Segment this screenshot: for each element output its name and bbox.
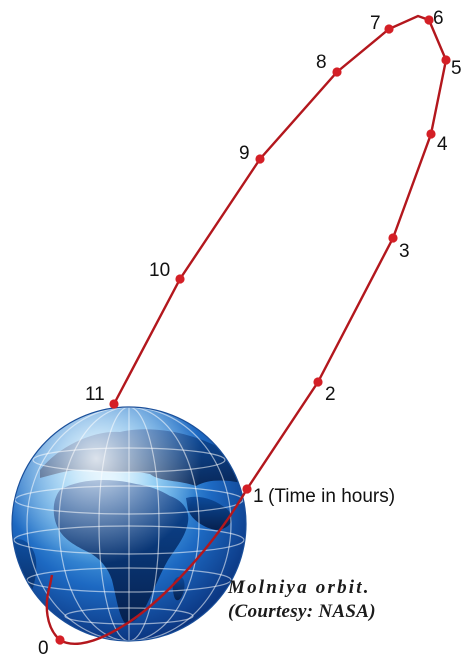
hour-label-5: 5 <box>451 58 462 79</box>
hour-marker-9 <box>255 154 265 164</box>
hour-marker-8 <box>332 67 342 77</box>
caption-title: Molniya orbit. <box>228 577 371 598</box>
hour-label-10: 10 <box>149 260 170 281</box>
hour-label-3: 3 <box>399 241 410 262</box>
hour-marker-0 <box>55 635 65 645</box>
hour-marker-6 <box>424 15 434 25</box>
hour-marker-1 <box>242 484 252 494</box>
hour-marker-3 <box>388 233 398 243</box>
hour-label-6: 6 <box>433 8 444 29</box>
hour-label-0: 0 <box>38 638 49 656</box>
figure-caption: Molniya orbit. (Courtesy: NASA) <box>228 576 468 624</box>
earth-globe-icon <box>11 406 247 642</box>
time-unit-note: (Time in hours) <box>268 486 395 507</box>
hour-label-1: 1 <box>253 486 264 507</box>
hour-label-11: 11 <box>85 384 105 405</box>
orbit-path-left-arc <box>48 574 54 586</box>
hour-label-4: 4 <box>437 134 448 155</box>
hour-marker-11 <box>109 399 119 409</box>
hour-label-9: 9 <box>239 143 250 164</box>
hour-markers <box>55 15 451 645</box>
hour-label-7: 7 <box>370 13 381 34</box>
hour-marker-10 <box>175 274 185 284</box>
hour-marker-4 <box>426 129 436 139</box>
hour-marker-2 <box>313 377 323 387</box>
hour-marker-7 <box>384 24 394 34</box>
caption-credit: (Courtesy: NASA) <box>228 601 376 622</box>
hour-marker-5 <box>441 55 451 65</box>
orbit-path-front <box>45 488 249 645</box>
orbit-path-back <box>112 14 448 490</box>
hour-label-2: 2 <box>325 384 336 405</box>
hour-label-8: 8 <box>316 52 327 73</box>
